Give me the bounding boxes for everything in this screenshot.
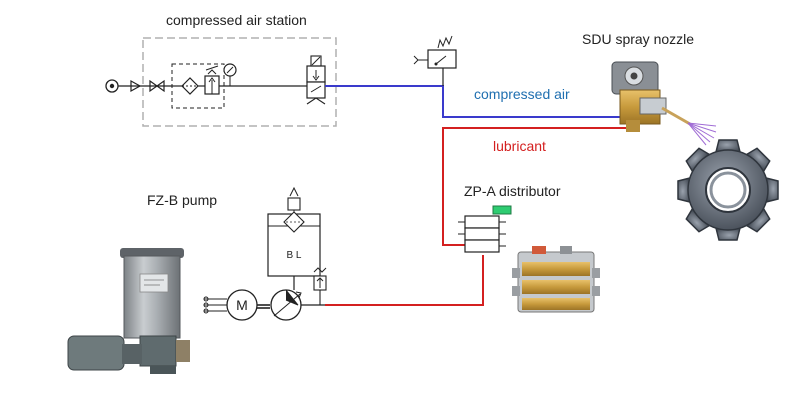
check-valve-symbol: [130, 79, 142, 93]
spray-nozzle-image: [611, 61, 717, 146]
distributor-label: ZP-A distributor: [464, 183, 561, 199]
spray-mist: [687, 122, 717, 146]
pump-symbol: [270, 289, 325, 321]
distributor-symbol: [458, 205, 512, 253]
motor-label: M: [236, 297, 248, 313]
motor-symbol: M: [203, 289, 270, 321]
solenoid-valve-symbol: [300, 55, 326, 105]
compressed-air-line: [325, 85, 640, 118]
air-station-boundary: [142, 37, 337, 127]
pressure-relief-valve-symbol: [313, 267, 327, 305]
lubricant-label: lubricant: [493, 138, 546, 154]
reservoir-marking: B L: [286, 250, 301, 261]
spray-nozzle-label: SDU spray nozzle: [582, 31, 695, 47]
gear-icon: [677, 139, 779, 241]
pump-reservoir-symbol: B L: [267, 186, 321, 290]
air-station: [105, 37, 337, 127]
lubricant-line-from-pump: [325, 255, 484, 306]
distributor-image: [512, 246, 600, 313]
compressed-air-label: compressed air: [474, 86, 570, 102]
pump-label: FZ-B pump: [147, 192, 218, 208]
air-station-label: compressed air station: [166, 12, 307, 28]
lubricant-line-to-nozzle: [442, 127, 640, 246]
pressure-switch-symbol: [413, 35, 457, 86]
shutoff-valve-symbol: [149, 79, 165, 93]
pump-image: [67, 248, 190, 374]
